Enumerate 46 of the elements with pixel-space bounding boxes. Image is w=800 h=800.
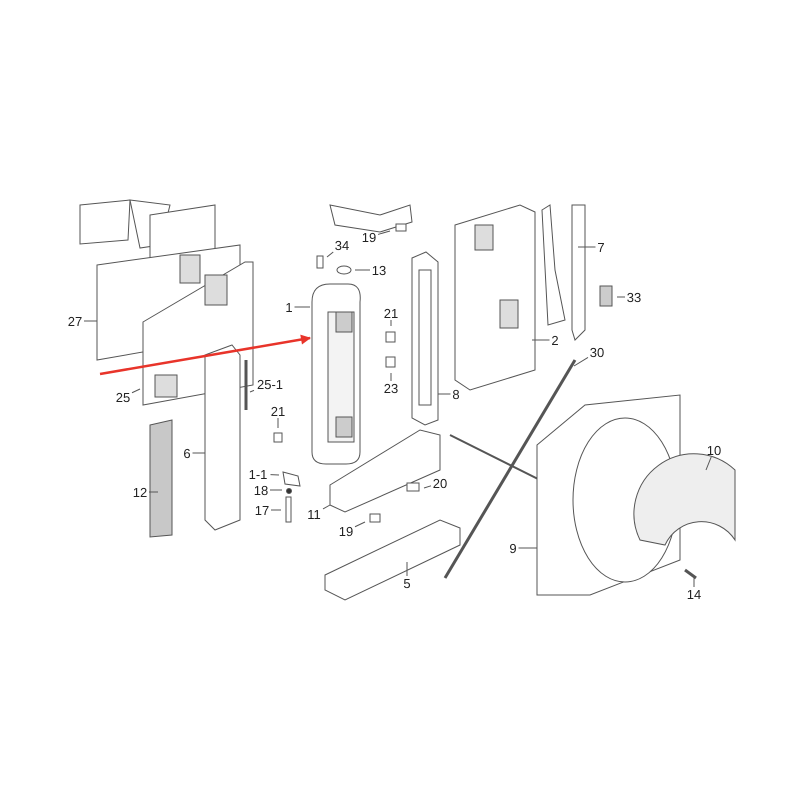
leader-line <box>322 504 330 510</box>
callout-number: 21 <box>269 404 287 418</box>
callout-number: 13 <box>370 263 388 277</box>
leader-line <box>326 252 334 258</box>
leader-line <box>378 230 390 235</box>
callout-number: 20 <box>431 476 449 490</box>
callout-number: 27 <box>66 314 84 328</box>
callout-number: 34 <box>333 238 351 252</box>
callout-number: 7 <box>596 240 606 254</box>
callout-number: 6 <box>182 446 192 460</box>
callout-number: 1-1 <box>246 467 270 481</box>
leader-line <box>132 388 140 394</box>
leader-line <box>390 320 392 326</box>
callout-number: 8 <box>450 387 462 401</box>
callout-number: 11 <box>305 507 323 521</box>
leader-line <box>270 474 280 476</box>
leader-line <box>406 562 408 576</box>
callout-number: 25-1 <box>254 377 286 391</box>
callout-number: 21 <box>382 306 400 320</box>
callout-number: 18 <box>252 483 270 497</box>
leader-line <box>84 320 98 322</box>
callout-number: 25 <box>114 390 132 404</box>
callout-number: 14 <box>685 587 703 601</box>
leader-line <box>354 522 366 528</box>
callout-number: 12 <box>131 485 149 499</box>
callout-number: 30 <box>588 345 606 359</box>
leader-line <box>250 390 254 392</box>
leader-line <box>616 296 626 298</box>
callout-number: 10 <box>705 443 723 457</box>
callout-number: 19 <box>360 230 378 244</box>
callout-number: 23 <box>382 381 400 395</box>
callout-number: 2 <box>550 333 560 347</box>
callout-number: 1 <box>284 300 294 314</box>
leader-line <box>424 485 432 488</box>
callout-number: 33 <box>625 290 643 304</box>
leader-line <box>192 452 206 454</box>
leader-line <box>390 372 392 382</box>
leader-line <box>706 456 712 470</box>
leader-line <box>578 246 596 248</box>
leader-line <box>574 356 588 366</box>
callout-number: 17 <box>253 503 271 517</box>
pointer-arrow <box>100 334 311 376</box>
leader-line <box>294 306 310 308</box>
callout-number: 9 <box>508 541 518 555</box>
callout-number: 19 <box>337 524 355 538</box>
callout-number: 5 <box>402 576 412 590</box>
